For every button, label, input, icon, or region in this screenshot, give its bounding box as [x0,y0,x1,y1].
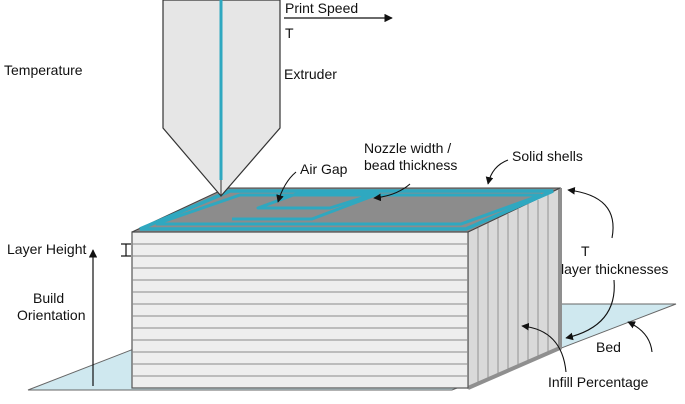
solid-shells-label: Solid shells [512,148,583,164]
build-orientation-label-line2: Orientation [17,307,85,323]
nozzle-width-label-line2: bead thickness [364,157,457,173]
front-layer-lines [132,243,468,377]
bed-leader [627,321,653,353]
side-infill-lines [477,195,549,384]
bed-label: Bed [596,339,621,355]
side-shell-edge [467,188,562,390]
layer-height-bracket [121,243,131,257]
layer-height-label: Layer Height [7,241,86,257]
temperature-label: Temperature [4,62,83,78]
layer-thicknesses-label: layer thicknesses [561,261,668,277]
layer-thickness-t-label: T [581,243,590,259]
air-gap-leader [276,171,297,203]
print-speed-t-label: T [285,25,294,41]
block-front-face [131,231,469,389]
block-top-surface [131,187,561,233]
build-orientation-label-line1: Build [33,290,64,306]
air-gap-label: Air Gap [300,161,348,177]
inner-shell-bead [155,193,542,226]
outer-shell-bead [139,189,554,231]
nozzle-width-label-line1: Nozzle width / [364,140,451,156]
infill-percentage-label: Infill Percentage [548,374,649,390]
layer-thickness-top-leader [567,186,614,239]
infill-leader [521,322,567,373]
extruder-label: Extruder [284,66,337,82]
solid-shells-leader [485,159,509,185]
raster-bead-path [232,192,380,221]
layer-thickness-bottom-leader [565,279,615,341]
print-speed-label: Print Speed [285,0,358,16]
nozzle-width-leader [373,183,411,202]
